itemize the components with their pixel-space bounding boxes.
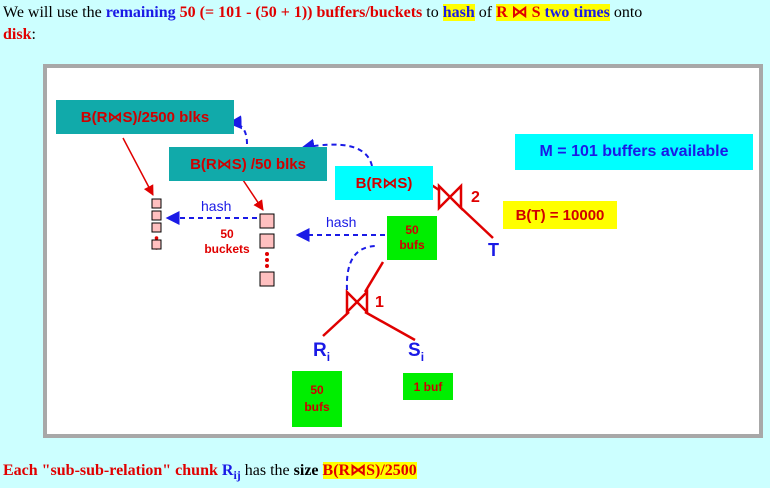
bufs50-bottom-label: bufs xyxy=(304,400,330,414)
label-rs-blocks-text: B(R⋈S) xyxy=(355,175,413,192)
arrow-mid-to-buckets xyxy=(242,179,264,211)
buf1-box: 1 buf xyxy=(403,373,453,400)
curve-rs-to-mid xyxy=(300,138,373,167)
intro-text-onto: onto xyxy=(609,4,643,21)
join1-to-ri xyxy=(322,311,350,337)
join2-to-t xyxy=(458,205,494,239)
intro-text-to: to xyxy=(422,4,443,21)
join2-icon xyxy=(437,182,463,212)
si-subscript: i xyxy=(420,349,425,364)
intro-hash: hash xyxy=(442,4,475,21)
bucket-small-3 xyxy=(151,222,162,233)
bt-text: B(T) = 10000 xyxy=(515,206,605,224)
intro-disk: disk xyxy=(3,26,32,43)
label-top-blocks-text: B(R⋈S)/2500 blks xyxy=(80,109,210,126)
join1-icon xyxy=(345,288,369,316)
ri-subscript: i xyxy=(326,349,331,364)
bucket-small-1 xyxy=(151,198,162,209)
diagram-canvas: B(R⋈S)/2500 blks B(R⋈S) /50 blks B(R⋈S) … xyxy=(47,68,759,434)
footer-size: size xyxy=(293,462,319,479)
bucket-2 xyxy=(259,233,275,249)
intro-remaining: remaining xyxy=(105,4,176,21)
intro-text-of: of xyxy=(474,4,497,21)
bucket-3 xyxy=(259,271,275,287)
label-rs-blocks: B(R⋈S) xyxy=(335,166,433,200)
curve-join1-to-bufs xyxy=(345,245,378,291)
intro-r-join-s: R ⋈ S xyxy=(496,4,541,21)
si-letter: S xyxy=(408,340,421,361)
label-mid-blocks-text: B(R⋈S) /50 blks xyxy=(190,156,306,173)
footer-has-the: has the xyxy=(240,462,294,479)
label-top-blocks: B(R⋈S)/2500 blks xyxy=(56,100,234,134)
footer-r-subscript: ij xyxy=(233,468,241,483)
ri-letter: R xyxy=(313,340,327,361)
intro-colon: : xyxy=(31,26,36,43)
bufs50-top-label: bufs xyxy=(399,238,425,252)
intro-buffer-count: 50 (= 101 - (50 + 1)) buffers/buckets xyxy=(175,4,423,21)
footer-r: Rij xyxy=(221,462,241,483)
join1-to-bufs xyxy=(363,261,385,293)
bufs50-top-box: 50 bufs xyxy=(387,216,437,260)
intro-two-times: two times xyxy=(544,4,610,21)
bucket-small-2 xyxy=(151,210,162,221)
join2-number: 2 xyxy=(471,189,480,206)
buckets-count-label: 50 buckets xyxy=(197,227,257,257)
footer-text: Each "sub-sub-relation" chunk Rij has th… xyxy=(3,460,417,486)
diagram-frame: B(R⋈S)/2500 blks B(R⋈S) /50 blks B(R⋈S) … xyxy=(43,64,763,438)
bucket-1 xyxy=(259,213,275,229)
buf1-text: 1 buf xyxy=(413,379,443,394)
bt-badge: B(T) = 10000 xyxy=(503,201,617,229)
ri-label: Ri xyxy=(313,340,330,364)
buckets-count-num: 50 xyxy=(220,227,234,241)
intro-text-1: We will use the xyxy=(3,4,106,21)
buckets-count-word: buckets xyxy=(204,242,250,256)
buffers-available-badge: M = 101 buffers available xyxy=(515,134,753,170)
footer-lead: Each "sub-sub-relation" chunk xyxy=(3,462,222,479)
hash-left-label: hash xyxy=(201,198,232,214)
buffers-available-text: M = 101 buffers available xyxy=(539,143,729,160)
footer-r-letter: R xyxy=(221,462,234,479)
footer-size-value: B(R⋈S)/2500 xyxy=(322,462,417,479)
hash-right-label: hash xyxy=(326,214,357,230)
si-label: Si xyxy=(408,340,424,364)
diagram-drawing xyxy=(122,115,494,342)
bucket-small-5 xyxy=(151,239,162,250)
bufs50-bottom-box: 50 bufs xyxy=(292,371,342,427)
join1-to-si xyxy=(364,310,416,342)
bufs50-bottom-num: 50 xyxy=(310,383,324,397)
arrow-top-to-buckets xyxy=(122,137,154,196)
t-label: T xyxy=(488,240,499,260)
join1-number: 1 xyxy=(375,294,384,311)
label-mid-blocks: B(R⋈S) /50 blks xyxy=(169,147,327,181)
intro-paragraph: We will use the remaining 50 (= 101 - (5… xyxy=(3,2,768,46)
bufs50-top-num: 50 xyxy=(405,223,419,237)
